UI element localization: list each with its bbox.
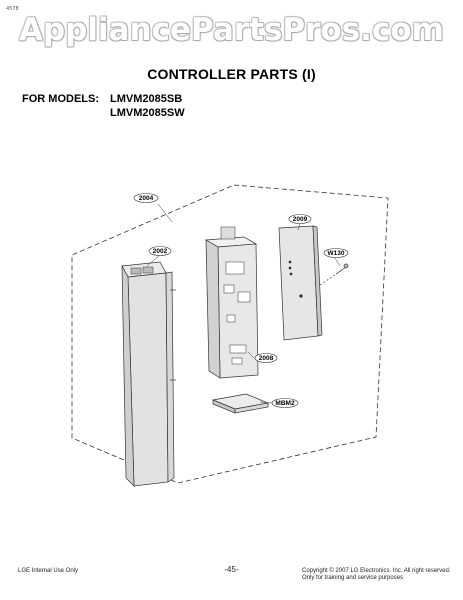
- corner-mark: 4578: [6, 6, 19, 12]
- callout-label: MBM2: [275, 400, 295, 407]
- models-label: FOR MODELS:: [22, 93, 99, 105]
- model-number: LMVM2085SW: [110, 107, 185, 119]
- page-title: CONTROLLER PARTS (I): [147, 66, 316, 82]
- callout-label: 2004: [139, 195, 154, 202]
- callout-mbm2: MBM2: [271, 398, 299, 408]
- leader-lines: [146, 203, 341, 404]
- purpose-line: Only for training and service purposes: [302, 575, 404, 581]
- callout-2009: 2009: [288, 214, 312, 224]
- model-list: FOR MODELS: LMVM2085SB LMVM2085SW: [22, 92, 185, 120]
- copyright-line: Copyright © 2007 LG Electronics. Inc. Al…: [302, 568, 451, 574]
- footer-copyright: Copyright © 2007 LG Electronics. Inc. Al…: [302, 568, 451, 582]
- callout-label: 2002: [153, 248, 168, 255]
- part-2008-controller-frame: [204, 226, 259, 379]
- callout-2004: 2004: [133, 193, 159, 203]
- footer-internal-note: LGE Internal Use Only: [18, 568, 79, 574]
- page-number: -45-: [224, 565, 239, 574]
- callout-w130: W130: [323, 248, 349, 258]
- callout-2008: 2008: [254, 353, 278, 363]
- callout-2002: 2002: [148, 246, 172, 256]
- model-number: LMVM2085SB: [110, 93, 183, 105]
- part-2009-pcb: [278, 225, 323, 341]
- assembly-boundary: [71, 184, 389, 484]
- part-w130-screw: [319, 263, 349, 286]
- part-2002-front-panel: [121, 261, 176, 487]
- callout-label: 2008: [259, 355, 274, 362]
- site-watermark: AppliancePartsPros.com: [19, 12, 444, 48]
- callout-label: W130: [328, 250, 345, 257]
- callout-label: 2009: [293, 216, 308, 223]
- part-mbm2: [211, 393, 270, 414]
